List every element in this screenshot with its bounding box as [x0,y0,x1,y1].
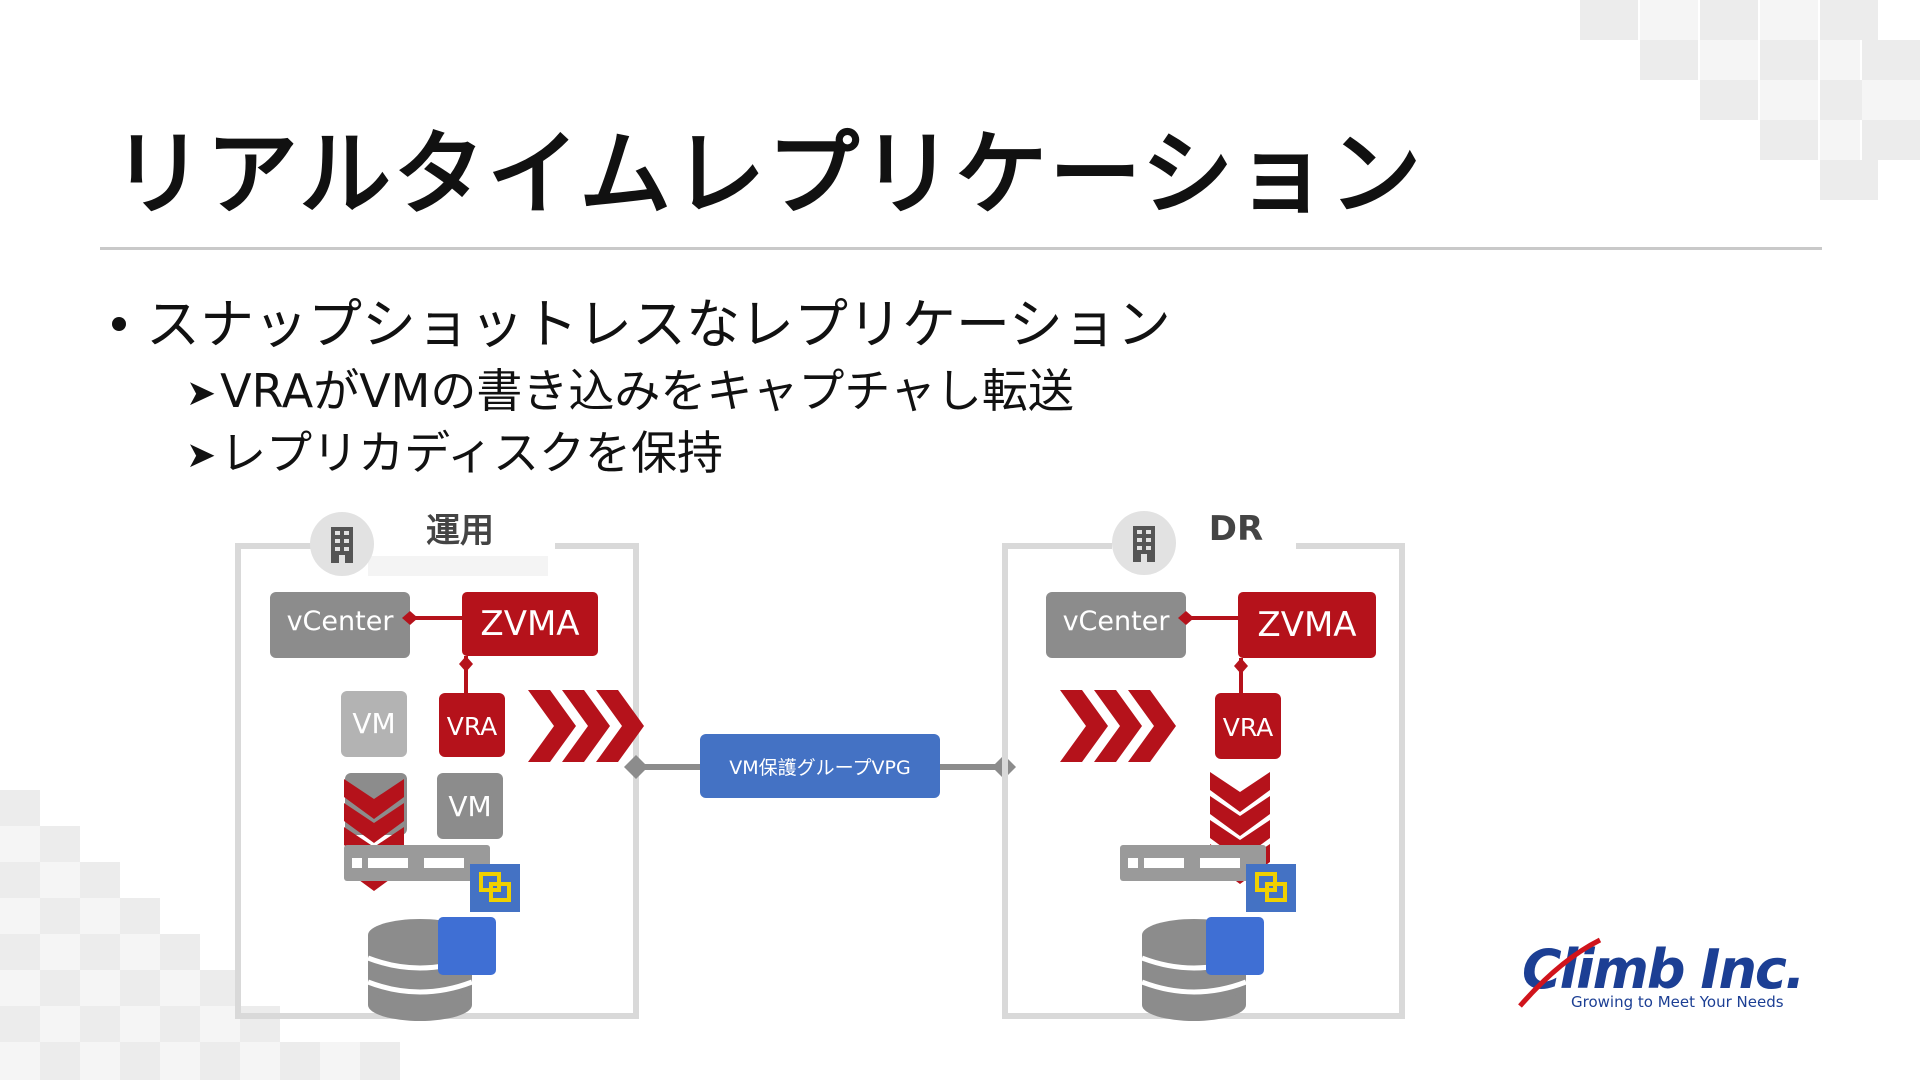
logo-name: Climb Inc. [1522,938,1803,1001]
server-icon-left [344,845,490,881]
vcenter-box-right [1046,592,1186,658]
vra-label-right: VRA [1223,713,1274,742]
vm-label-left-top: VM [352,707,395,740]
vm-box-left-top [341,691,407,757]
building-icon [310,512,374,576]
site-label-right: DR [1209,509,1263,549]
zvma-label-right: ZVMA [1257,605,1356,645]
vcenter-label-right: vCenter [1063,606,1171,637]
building-icon-right [1112,511,1176,575]
arrow-bullet-icon: ➤ [186,435,217,476]
zvma-box-left [462,592,598,656]
server-icon-right [1120,845,1266,881]
disk-icon-left [438,917,496,975]
zvma-label-left: ZVMA [480,604,579,644]
vsphere-icon-right [1246,864,1296,912]
replication-arrows-right-right [1060,690,1176,762]
sub-item: ➤レプリカディスクを保持 [186,417,723,483]
vra-label-left: VRA [447,712,498,741]
slide-title: リアルタイムレプリケーション [112,121,1424,228]
bullet-item: スナップショットレスなレプリケーション [112,280,1171,359]
vpg-box [700,734,940,798]
logo-tagline: Growing to Meet Your Needs [1571,993,1784,1011]
zvma-box-right [1238,592,1376,658]
vcenter-box-left [270,592,410,658]
vsphere-icon-left [470,864,520,912]
vm-box-left-bottom [437,773,503,839]
vcenter-label-left: vCenter [287,606,395,637]
title-divider [100,247,1822,250]
company-logo: Climb Inc. Growing to Meet Your Needs [1518,937,1805,1011]
sub-item-text: VRAがVMの書き込みをキャプチャし転送 [220,364,1074,418]
arrow-bullet-icon: ➤ [186,373,217,414]
disk-icon-right [1206,917,1264,975]
vra-box-left [439,693,505,757]
vm-label-left-bottom: VM [448,790,491,823]
site-label-left: 運用 [426,511,494,551]
sub-item-text: レプリカディスクを保持 [220,426,723,480]
bullet-dot-icon [112,317,126,332]
vpg-label: VM保護グループVPG [729,757,910,779]
vra-box-right [1215,693,1281,759]
bullet-text: スナップショットレスなレプリケーション [146,293,1171,356]
sub-item: ➤VRAがVMの書き込みをキャプチャし転送 [186,355,1074,421]
replication-arrows-right-left [528,690,644,762]
